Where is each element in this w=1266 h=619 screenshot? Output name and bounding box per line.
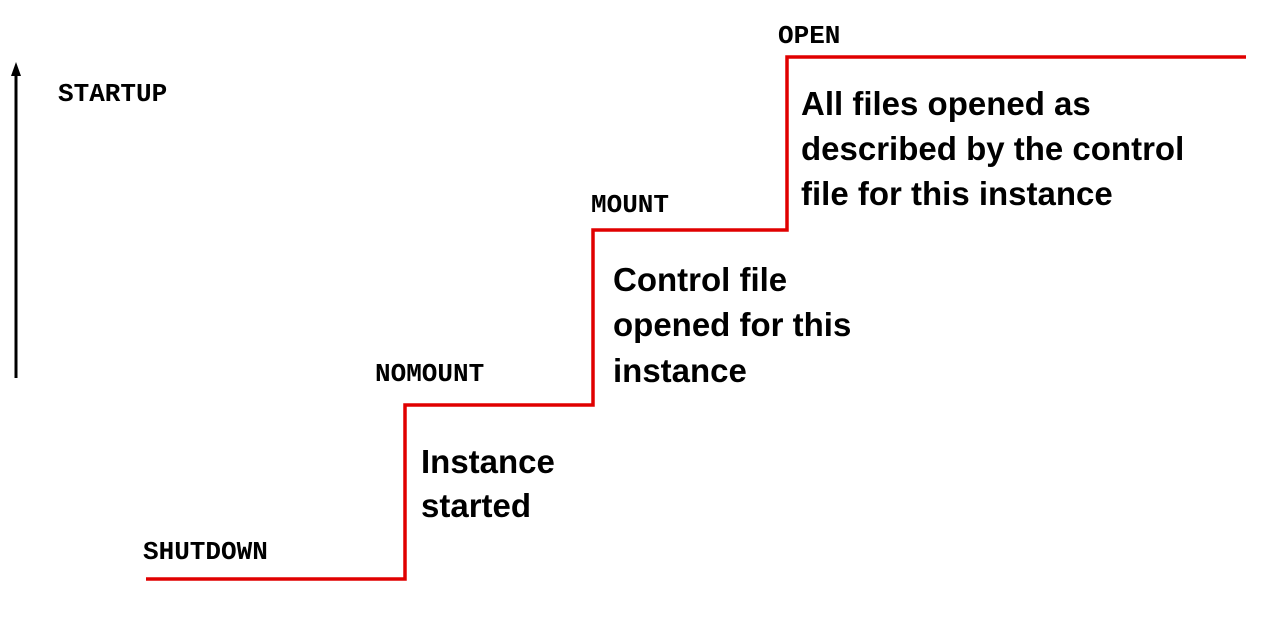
stage-label-nomount: NOMOUNT [375, 359, 484, 389]
startup-step-line [146, 55, 1246, 581]
stage-description-nomount: Instance started [421, 443, 555, 524]
stage-label-shutdown: SHUTDOWN [143, 537, 268, 567]
description-line: described by the control [801, 130, 1184, 167]
description-line: started [421, 487, 531, 524]
description-line: All files opened as [801, 85, 1091, 122]
description-line: opened for this [613, 306, 851, 343]
startup-axis-label: STARTUP [58, 79, 167, 109]
up-arrow-icon [11, 62, 21, 76]
description-line: Instance [421, 443, 555, 480]
stage-description-mount: Control file opened for this instance [613, 261, 851, 389]
description-line: instance [613, 352, 747, 389]
stage-label-open: OPEN [778, 21, 840, 51]
description-line: Control file [613, 261, 787, 298]
stage-label-mount: MOUNT [591, 190, 669, 220]
stage-description-open: All files opened as described by the con… [801, 85, 1184, 212]
description-line: file for this instance [801, 175, 1113, 212]
startup-axis: STARTUP [11, 62, 167, 378]
